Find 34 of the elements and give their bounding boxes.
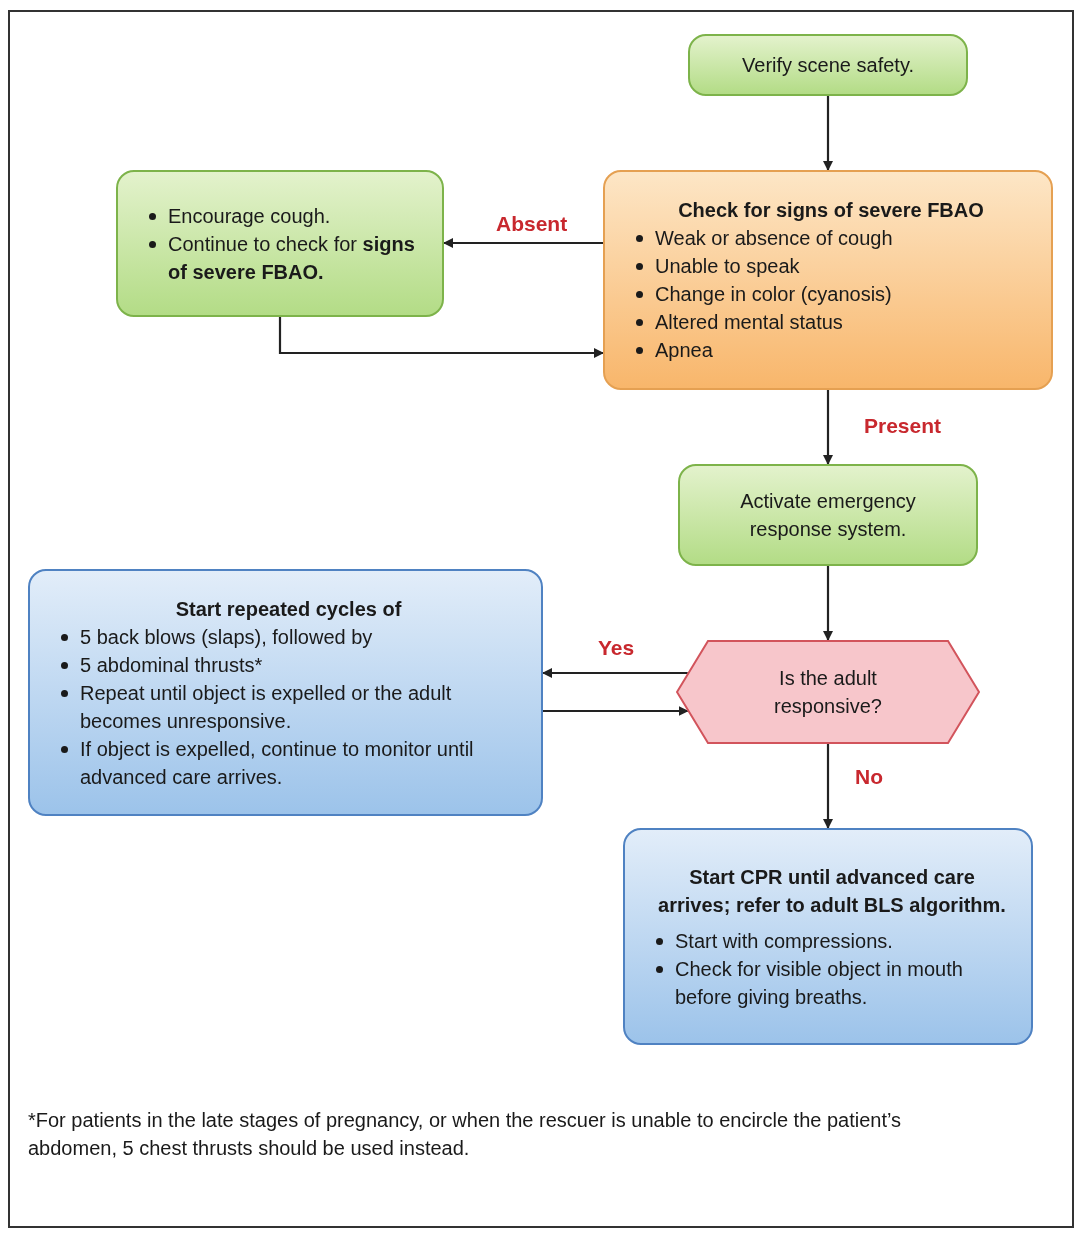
process-box bbox=[116, 170, 444, 317]
box-heading: Check for signs of severe FBAO bbox=[677, 198, 985, 223]
box-heading: Start CPR until advanced care arrives; refer to adult BLS algorithm. bbox=[657, 864, 1007, 918]
bullet-item: 5 abdominal thrusts* bbox=[80, 653, 263, 676]
bullet-item: Apnea bbox=[655, 339, 713, 361]
bullet-item: Encourage cough. bbox=[168, 204, 331, 227]
bullet-item: If object is expelled, continue to monitor until advanced care arrives. bbox=[80, 737, 474, 788]
box-heading: Start repeated cycles of bbox=[174, 596, 403, 622]
arrow bbox=[823, 96, 833, 171]
process-box bbox=[688, 34, 968, 96]
bullet-item: Weak or absence of cough bbox=[655, 227, 893, 249]
bullet-item: Repeat until object is expelled or the adult becomes unresponsive. bbox=[80, 681, 452, 732]
process-box bbox=[603, 170, 1053, 390]
arrow bbox=[823, 744, 833, 829]
arrow bbox=[278, 317, 604, 358]
bullet-item: Start with compressions. bbox=[675, 929, 893, 952]
arrow bbox=[543, 706, 689, 716]
arrow bbox=[443, 238, 603, 248]
arrow bbox=[542, 668, 688, 678]
box-text: Is the adult responsive? bbox=[773, 666, 883, 719]
arrow bbox=[823, 390, 833, 465]
footnote: *For patients in the late stages of pregnancy, or when the rescuer is unable to encircle the patient’s abdomen, 5 chest thrusts should be used instead. bbox=[28, 1108, 903, 1161]
bullet-item: 5 back blows (slaps), followed by bbox=[80, 625, 373, 648]
arrow bbox=[823, 566, 833, 641]
bullet-item: Continue to check for signs of severe FBAO. bbox=[168, 232, 415, 283]
process-box bbox=[678, 464, 978, 566]
box-text: Verify scene safety. bbox=[741, 53, 915, 78]
process-box bbox=[623, 828, 1033, 1045]
box-text: Activate emergency response system. bbox=[739, 489, 917, 542]
bullet-item: Altered mental status bbox=[655, 311, 843, 333]
bullet-item: Unable to speak bbox=[655, 255, 800, 277]
bullet-item: Change in color (cyanosis) bbox=[655, 283, 892, 305]
bullet-item: Check for visible object in mouth before giving breaths. bbox=[675, 957, 963, 1008]
process-box bbox=[28, 569, 543, 816]
